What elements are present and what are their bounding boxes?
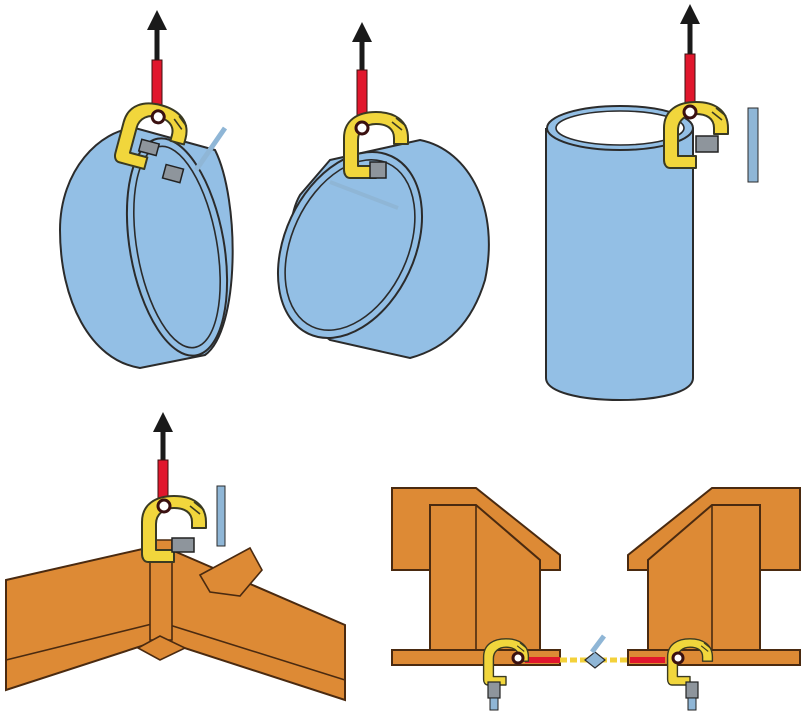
pipe-end-lift-tilted-left bbox=[58, 10, 234, 370]
plate-edge-lift bbox=[5, 412, 346, 702]
lift-arrow bbox=[352, 22, 372, 123]
lift-arrow bbox=[153, 412, 173, 511]
right-i-beam bbox=[627, 487, 801, 666]
clamp-icon bbox=[112, 95, 194, 184]
pipe-body bbox=[545, 105, 694, 402]
clamp-icon bbox=[663, 101, 729, 169]
right-clamp-icon bbox=[666, 638, 714, 711]
lift-arrow bbox=[147, 10, 167, 113]
handle-icon bbox=[216, 485, 226, 547]
steel-plate bbox=[5, 539, 346, 702]
left-clamp-icon bbox=[482, 638, 530, 711]
pipe-body bbox=[58, 126, 234, 370]
clamp-icon bbox=[141, 495, 207, 563]
handle-icon bbox=[747, 107, 759, 183]
left-i-beam bbox=[391, 487, 561, 666]
clamp-icon bbox=[343, 111, 409, 179]
chain bbox=[525, 634, 665, 669]
handle-icon bbox=[193, 126, 228, 172]
beam-pair-chain-lift bbox=[391, 487, 801, 711]
pipe-body bbox=[276, 138, 490, 360]
pipe-end-lift-tilted-right bbox=[276, 22, 490, 360]
handle-icon bbox=[329, 180, 399, 210]
lift-arrow bbox=[680, 4, 700, 107]
pipe-vertical-lift bbox=[545, 4, 759, 402]
